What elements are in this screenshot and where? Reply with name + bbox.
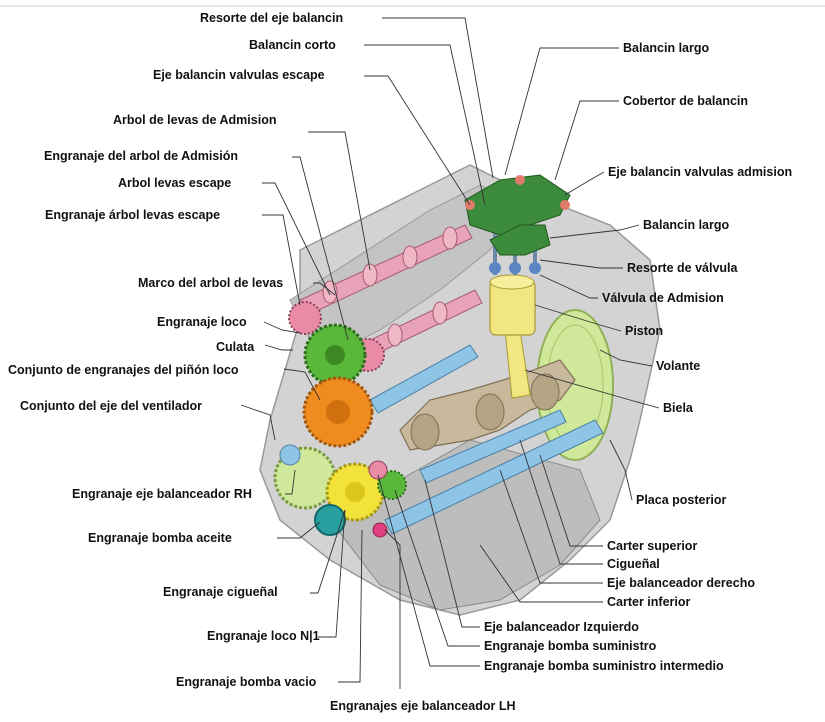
label-eje-balancin-escape: Eje balancin valvulas escape [153, 68, 325, 83]
label-engranaje-arbol-escape: Engranaje árbol levas escape [45, 208, 220, 223]
exhaust-cam-gear [289, 302, 321, 334]
label-marco-arbol-levas: Marco del arbol de levas [138, 276, 283, 291]
label-engranaje-arbol-admision: Engranaje del arbol de Admisión [44, 149, 238, 164]
label-volante: Volante [656, 359, 700, 374]
crank-counterweight-1 [411, 414, 439, 450]
label-eje-balanceador-izquierdo: Eje balanceador Izquierdo [484, 620, 639, 635]
balancer-lh-gear [373, 523, 387, 537]
label-conjunto-pinon-loco: Conjunto de engranajes del piñón loco [8, 363, 239, 378]
label-carter-superior: Carter superior [607, 539, 697, 554]
label-engranaje-bomba-suministro-intermedio: Engranaje bomba suministro intermedio [484, 659, 724, 674]
crank-counterweight-2 [476, 394, 504, 430]
balancer-rh-hub [280, 445, 300, 465]
label-placa-posterior: Placa posterior [636, 493, 726, 508]
label-carter-inferior: Carter inferior [607, 595, 690, 610]
label-engranaje-bomba-suministro: Engranaje bomba suministro [484, 639, 656, 654]
label-arbol-levas-admision: Arbol de levas de Admision [113, 113, 276, 128]
crankshaft-gear-hub [345, 482, 365, 502]
label-resorte-eje-balancin: Resorte del eje balancin [200, 11, 343, 26]
cam-lobe-2 [363, 264, 377, 286]
label-ciguenal: Cigueñal [607, 557, 660, 572]
crank-counterweight-3 [531, 374, 559, 410]
label-cobertor-balancin: Cobertor de balancin [623, 94, 748, 109]
valve-spring-3 [529, 262, 541, 274]
cam-lobe-4 [443, 227, 457, 249]
label-piston: Piston [625, 324, 663, 339]
label-engranaje-loco: Engranaje loco [157, 315, 247, 330]
rocker-cap-1 [515, 175, 525, 185]
label-conjunto-eje-ventilador: Conjunto del eje del ventilador [20, 399, 202, 414]
label-engranaje-loco-n1: Engranaje loco N|1 [207, 629, 320, 644]
cam-lobe-6 [433, 302, 447, 324]
cam-lobe-3 [403, 246, 417, 268]
label-eje-balanceador-derecho: Eje balanceador derecho [607, 576, 755, 591]
label-valvula-admision: Válvula de Admision [602, 291, 724, 306]
label-engranaje-bomba-aceite: Engranaje bomba aceite [88, 531, 232, 546]
idler-gear-hub [325, 345, 345, 365]
valve-spring-1 [489, 262, 501, 274]
label-culata: Culata [216, 340, 254, 355]
vacuum-pump-gear [315, 505, 345, 535]
label-engranajes-eje-balanceador-lh: Engranajes eje balanceador LH [330, 699, 516, 714]
cam-lobe-5 [388, 324, 402, 346]
label-balancin-largo-mid: Balancin largo [643, 218, 729, 233]
label-engranaje-bomba-vacio: Engranaje bomba vacio [176, 675, 316, 690]
label-balancin-largo-top: Balancin largo [623, 41, 709, 56]
label-biela: Biela [663, 401, 693, 416]
label-balancin-corto: Balancin corto [249, 38, 336, 53]
rocker-cap-2 [560, 200, 570, 210]
valve-spring-2 [509, 262, 521, 274]
piston-top [490, 275, 534, 289]
label-engranaje-ciguenal: Engranaje cigueñal [163, 585, 278, 600]
label-eje-balancin-admision: Eje balancin valvulas admision [608, 165, 792, 180]
label-resorte-valvula: Resorte de válvula [627, 261, 737, 276]
idler-gear-set-hub [326, 400, 350, 424]
label-arbol-levas-escape: Arbol levas escape [118, 176, 231, 191]
label-engranaje-eje-balanceador-rh: Engranaje eje balanceador RH [72, 487, 252, 502]
